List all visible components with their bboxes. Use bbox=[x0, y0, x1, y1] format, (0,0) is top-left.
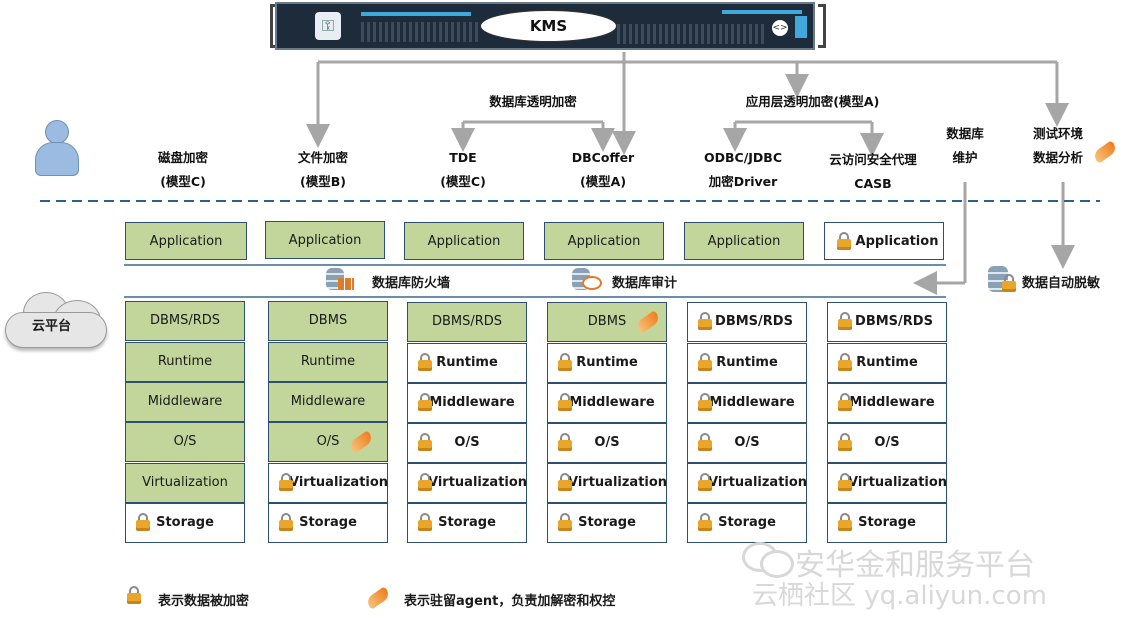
layer-dbms-encrypted: DBMS/RDS bbox=[827, 302, 947, 342]
layer-virtualization-encrypted: Virtualization bbox=[268, 463, 388, 503]
layer-virtualization-encrypted: Virtualization bbox=[687, 463, 807, 503]
legend-agent-label: 表示驻留agent，负责加解密和权控 bbox=[404, 594, 616, 609]
layer-storage-encrypted: Storage bbox=[547, 503, 667, 543]
application-box-encrypted: Application bbox=[824, 222, 944, 260]
lock-icon bbox=[136, 513, 150, 531]
layer-virtualization-encrypted: Virtualization bbox=[547, 463, 667, 503]
layer-dbms: DBMS/RDS bbox=[125, 301, 245, 341]
layer-os-encrypted: O/S bbox=[827, 423, 947, 463]
layer-os-encrypted: O/S bbox=[547, 423, 667, 463]
legend-agent-icon bbox=[364, 586, 392, 610]
cloud-label: 云平台 bbox=[32, 319, 72, 334]
layer-storage-encrypted: Storage bbox=[268, 503, 388, 543]
user-icon bbox=[35, 120, 79, 176]
layer-middleware-encrypted: Middleware bbox=[407, 383, 527, 423]
layer-virtualization-encrypted: Virtualization bbox=[827, 463, 947, 503]
group-label-db-transparent: 数据库透明加密 bbox=[489, 94, 577, 109]
server-stripe-right bbox=[722, 10, 802, 14]
top-label-db-maintenance: 数据库维护 bbox=[946, 126, 984, 165]
layer-os: O/S bbox=[125, 422, 245, 462]
top-label-test-analysis: 测试环境数据分析 bbox=[1032, 126, 1083, 165]
layer-storage-encrypted: Storage bbox=[407, 503, 527, 543]
layer-storage-encrypted: Storage bbox=[827, 503, 947, 543]
watermark-line2: 云栖社区 yq.aliyun.com bbox=[752, 581, 1047, 611]
firewall-label: 数据库防火墙 bbox=[372, 276, 451, 291]
application-box: Application bbox=[265, 221, 385, 259]
server-vents-right bbox=[617, 24, 767, 44]
layer-dbms: DBMS bbox=[268, 301, 388, 341]
layer-dbms: DBMS/RDS bbox=[407, 302, 527, 342]
masking-icon bbox=[988, 266, 1018, 294]
layer-middleware: Middleware bbox=[125, 382, 245, 422]
lock-icon bbox=[279, 473, 293, 491]
layer-runtime-encrypted: Runtime bbox=[407, 343, 527, 383]
layer-storage-encrypted: Storage bbox=[687, 503, 807, 543]
layer-middleware-encrypted: Middleware bbox=[827, 383, 947, 423]
top-label-disk-encryption: 磁盘加密(模型C) bbox=[157, 150, 208, 189]
masking-label: 数据自动脱敏 bbox=[1022, 276, 1101, 291]
layer-dbms-encrypted: DBMS/RDS bbox=[687, 302, 807, 342]
layer-runtime-encrypted: Runtime bbox=[687, 343, 807, 383]
divider-top bbox=[124, 264, 946, 266]
application-box: Application bbox=[544, 222, 664, 260]
legend-lock-icon bbox=[127, 586, 143, 608]
kms-bracket-right bbox=[818, 4, 826, 48]
legend-lock-label: 表示数据被加密 bbox=[158, 594, 250, 609]
agent-icon bbox=[347, 430, 375, 454]
application-box: Application bbox=[684, 222, 804, 260]
application-box: Application bbox=[125, 222, 247, 260]
top-label-file-encryption: 文件加密(模型B) bbox=[297, 150, 348, 189]
layer-virtualization-encrypted: Virtualization bbox=[407, 463, 527, 503]
layer-os-encrypted: O/S bbox=[687, 423, 807, 463]
group-label-app-transparent: 应用层透明加密(模型A) bbox=[745, 94, 880, 109]
layer-runtime: Runtime bbox=[125, 342, 245, 382]
layer-middleware-encrypted: Middleware bbox=[547, 383, 667, 423]
wechat-icon bbox=[742, 540, 794, 578]
layer-dbms-agent: DBMS bbox=[547, 302, 667, 342]
server-stripe-top bbox=[361, 12, 471, 16]
code-icon: <> bbox=[772, 20, 788, 36]
kms-bracket-left bbox=[270, 4, 278, 48]
top-label-dbcoffer: DBCoffer(模型A) bbox=[571, 150, 635, 189]
divider-bottom bbox=[124, 296, 946, 298]
layer-storage-encrypted: Storage bbox=[125, 503, 245, 543]
cloud-icon bbox=[5, 288, 107, 352]
lock-icon bbox=[837, 232, 851, 250]
audit-icon bbox=[572, 268, 602, 292]
layer-runtime-encrypted: Runtime bbox=[827, 343, 947, 383]
layer-os-agent: O/S bbox=[268, 422, 388, 462]
layer-middleware-encrypted: Middleware bbox=[687, 383, 807, 423]
server-vents-left bbox=[361, 22, 481, 42]
layer-os-encrypted: O/S bbox=[407, 423, 527, 463]
top-label-tde: TDE(模型C) bbox=[440, 150, 486, 189]
server-status-light bbox=[795, 16, 807, 38]
layer-middleware: Middleware bbox=[268, 382, 388, 422]
watermark-line1: 安华金和服务平台 bbox=[795, 548, 1035, 583]
kms-label: KMS bbox=[480, 10, 617, 42]
firewall-icon bbox=[326, 268, 354, 292]
application-box: Application bbox=[404, 222, 524, 260]
key-icon: ⚿ bbox=[315, 12, 341, 40]
audit-label: 数据库审计 bbox=[612, 276, 678, 291]
lock-icon bbox=[279, 513, 293, 531]
layer-virtualization: Virtualization bbox=[125, 463, 245, 503]
layer-runtime-encrypted: Runtime bbox=[547, 343, 667, 383]
agent-icon bbox=[634, 310, 662, 334]
layer-runtime: Runtime bbox=[268, 342, 388, 382]
